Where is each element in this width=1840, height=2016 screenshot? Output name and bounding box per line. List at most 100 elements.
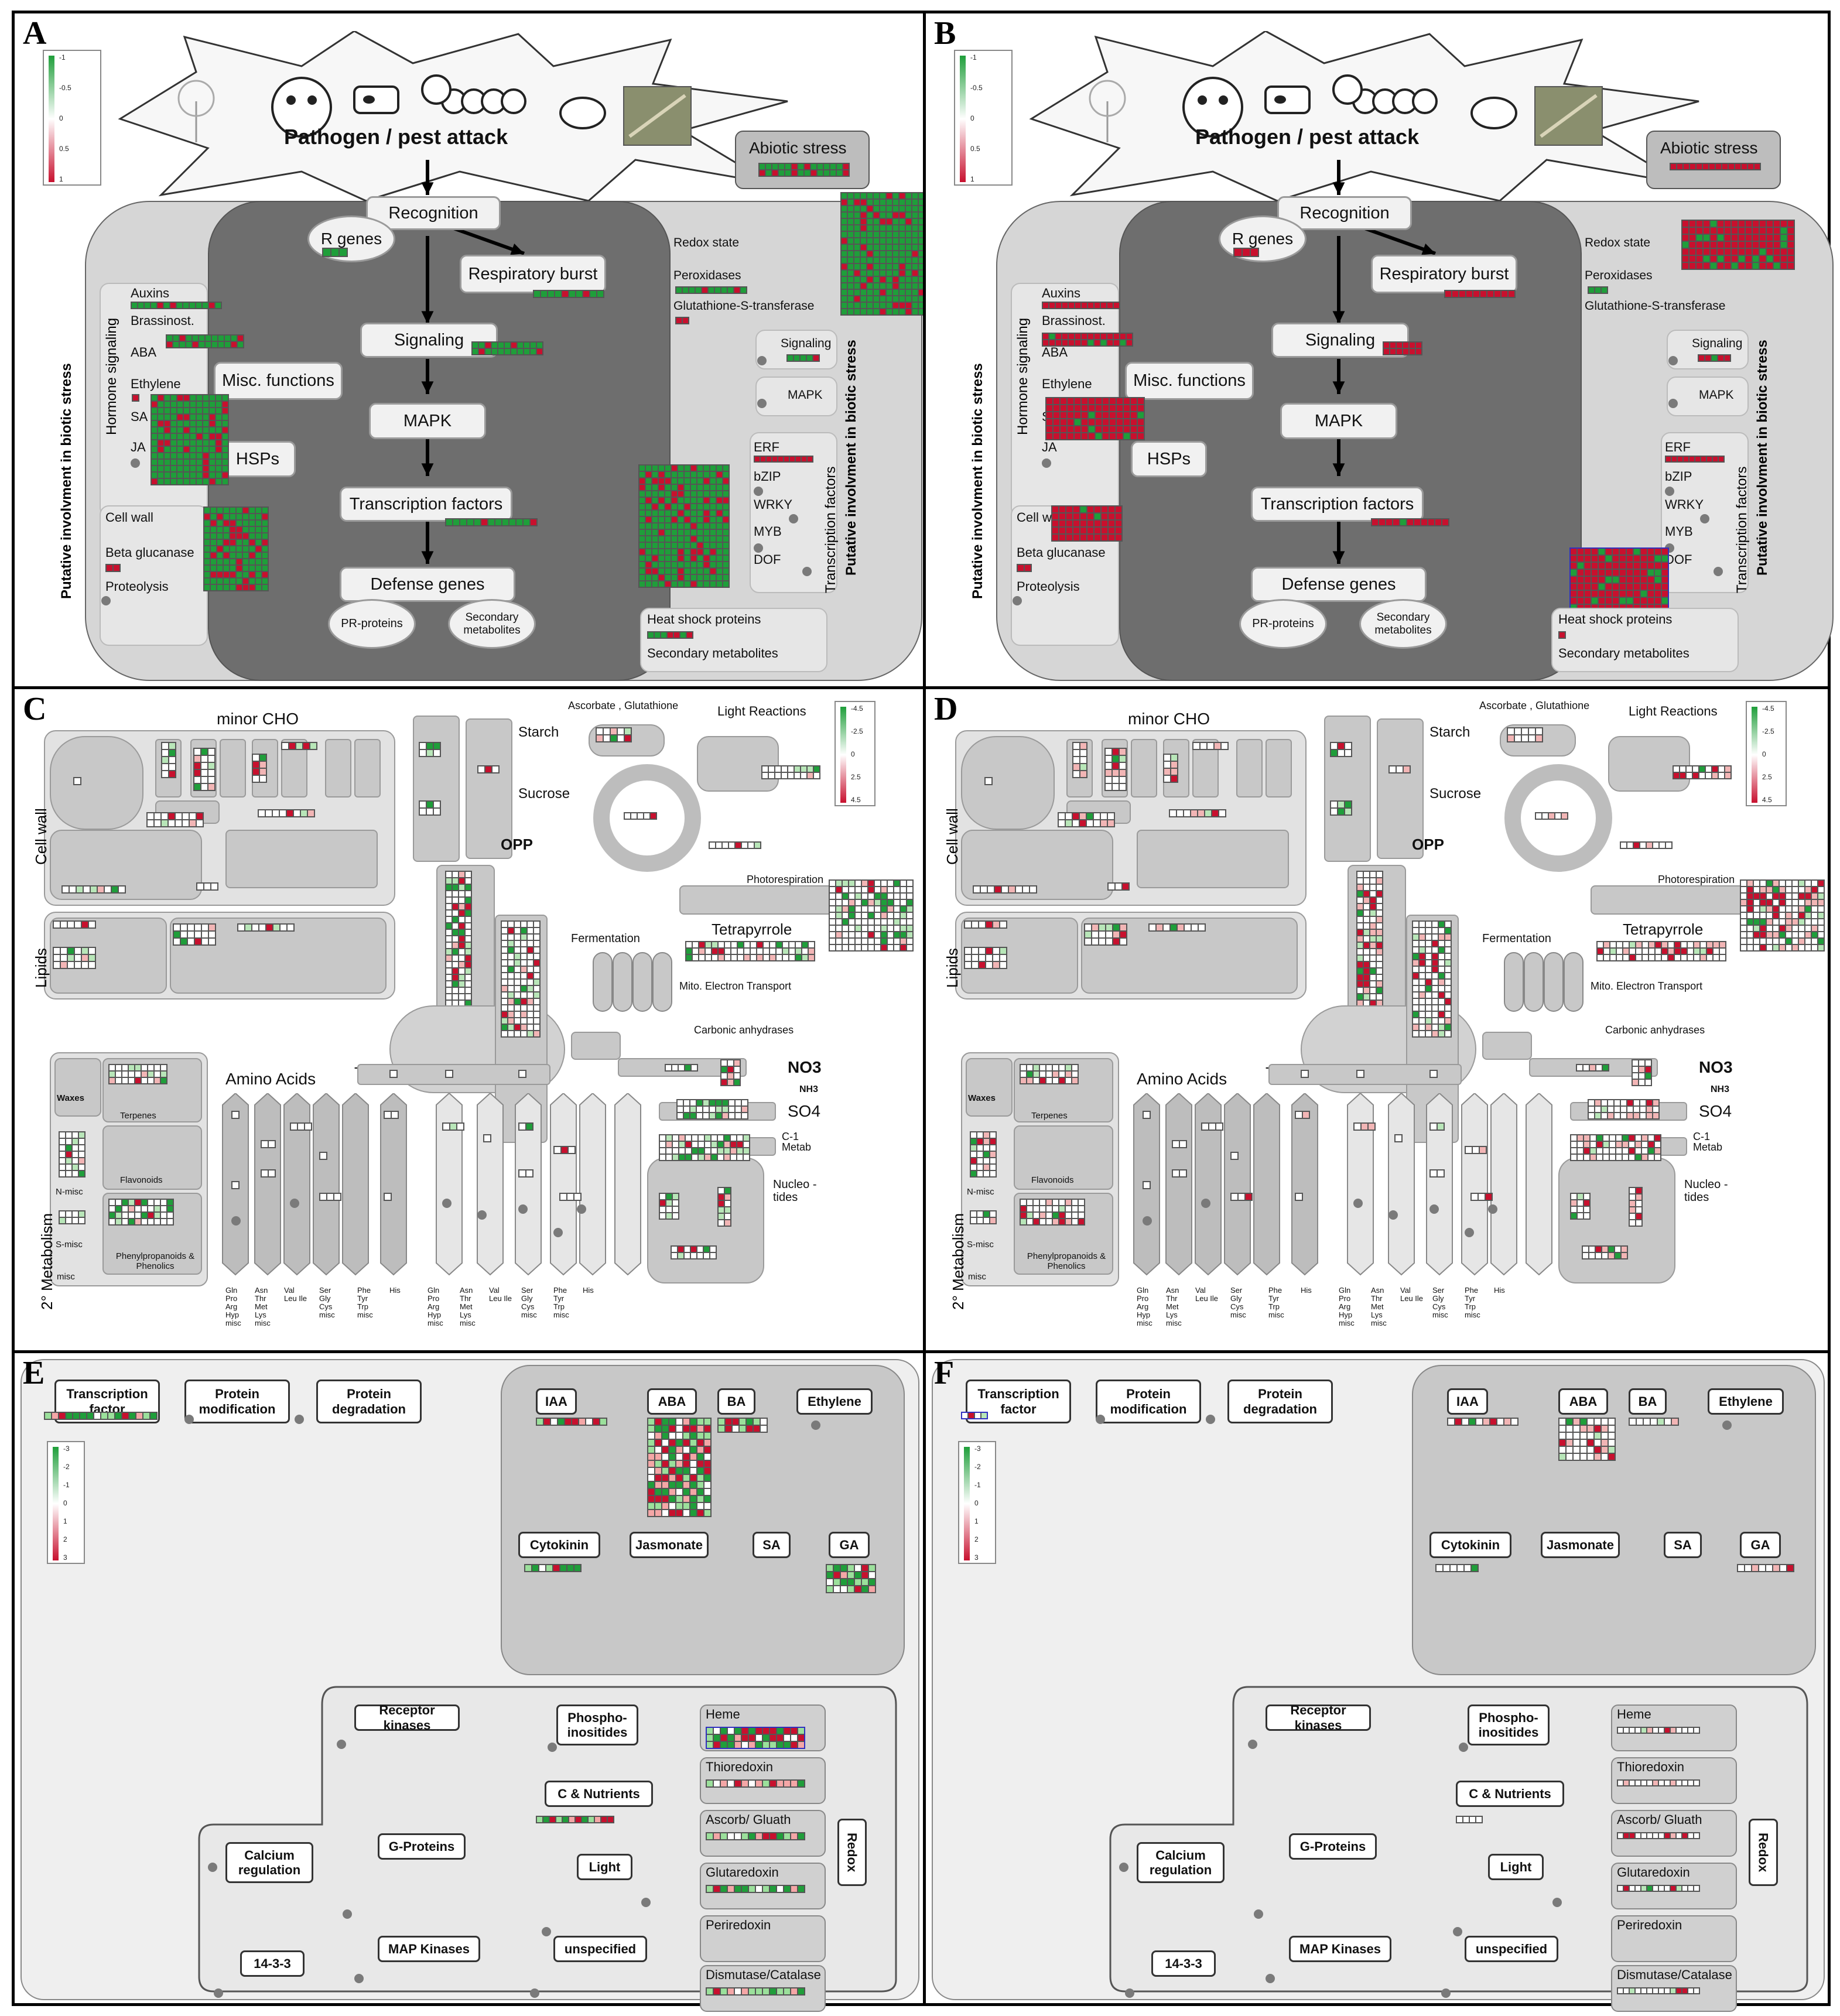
heat-cell — [171, 395, 176, 401]
hormone-ba: BA — [1629, 1388, 1667, 1415]
heat-cell — [651, 813, 656, 819]
heat-cell — [726, 1426, 731, 1432]
heat-cell — [728, 1988, 734, 1994]
heat-cell — [230, 585, 235, 590]
heat-cell — [1767, 256, 1773, 262]
expression-heatmap — [973, 885, 1037, 894]
heat-cell — [1034, 1078, 1039, 1083]
heat-cell — [1131, 433, 1137, 439]
heat-cell — [161, 1213, 166, 1218]
heat-cell — [893, 245, 898, 250]
expression-heatmap — [477, 765, 500, 773]
heat-cell — [1675, 942, 1680, 947]
heat-cell — [764, 955, 769, 960]
heat-cell — [1096, 398, 1102, 404]
heat-cell — [676, 318, 682, 323]
scale-tick-label: -2 — [974, 1463, 981, 1471]
heat-cell — [1370, 923, 1376, 929]
redox-item-label: Thioredoxin — [706, 1760, 773, 1774]
heat-cell — [712, 1135, 717, 1141]
heat-cell — [1647, 1113, 1652, 1118]
heat-cell — [1483, 1419, 1489, 1425]
heat-cell — [1653, 1107, 1658, 1112]
heat-cell — [1571, 563, 1576, 569]
heat-cell — [110, 1213, 115, 1218]
heat-cell — [1016, 887, 1022, 892]
heat-cell — [466, 936, 471, 942]
heat-cell — [856, 919, 861, 925]
sucrose-label: Sucrose — [518, 786, 570, 802]
heat-cell — [1027, 1219, 1032, 1224]
heat-cell — [744, 942, 750, 947]
heat-cell — [502, 1025, 507, 1030]
heat-cell — [1088, 334, 1093, 339]
heat-cell — [1665, 1833, 1670, 1838]
heat-cell — [1739, 249, 1745, 255]
heat-cell — [1615, 1113, 1620, 1118]
heat-cell — [862, 1572, 868, 1578]
heat-cell — [1732, 242, 1738, 248]
heat-cell — [652, 523, 658, 529]
heat-cell — [184, 473, 189, 478]
heat-cell — [693, 942, 698, 947]
heat-cell — [1571, 1207, 1576, 1212]
heat-cell — [1760, 932, 1766, 937]
heat-cell — [1131, 426, 1137, 432]
heat-cell — [848, 1586, 854, 1592]
expression-heatmap — [203, 506, 269, 591]
heat-cell — [912, 303, 918, 308]
heat-cell — [655, 1475, 661, 1481]
heat-cell — [1711, 235, 1716, 241]
heat-cell — [1665, 1419, 1671, 1425]
heat-cell — [1095, 521, 1100, 526]
heat-cell — [707, 1886, 713, 1892]
heat-cell — [977, 1139, 983, 1144]
heat-cell — [683, 318, 688, 323]
heat-cell — [1675, 955, 1680, 960]
heat-cell — [1615, 1247, 1620, 1252]
heat-cell — [453, 975, 458, 980]
heat-cell — [1719, 766, 1724, 772]
heat-cell — [683, 287, 688, 293]
heat-cell — [1164, 925, 1169, 930]
gene-dot — [343, 1909, 352, 1919]
heat-cell — [1101, 813, 1107, 819]
heat-cell — [881, 932, 887, 937]
heat-cell — [880, 206, 885, 211]
expression-heatmap — [146, 812, 204, 827]
heat-cell — [672, 491, 677, 497]
heat-cell — [717, 581, 722, 587]
heat-cell — [655, 1468, 661, 1474]
heat-cell — [678, 498, 683, 503]
heat-cell — [1490, 1419, 1496, 1425]
aa-group-label: Phe Tyr Trp misc — [553, 1286, 569, 1319]
heat-cell — [874, 290, 879, 295]
heat-cell — [256, 572, 261, 577]
redox-label: Glutathione-S-transferase — [1585, 299, 1726, 313]
heat-cell — [763, 1988, 769, 1994]
heat-cell — [1054, 412, 1059, 418]
heat-cell — [770, 1833, 776, 1839]
heat-cell — [639, 485, 645, 490]
heat-cell — [288, 925, 293, 930]
heat-cell — [691, 498, 696, 503]
heat-cell — [1574, 1426, 1579, 1432]
heat-cell — [843, 164, 849, 169]
heat-cell — [719, 942, 724, 947]
heat-cell — [1170, 810, 1176, 816]
heat-cell — [965, 955, 971, 961]
heat-cell — [685, 511, 690, 516]
heat-cell — [683, 1461, 689, 1467]
expression-heatmap — [1163, 754, 1178, 783]
heat-cell — [534, 1005, 539, 1011]
heat-cell — [723, 478, 729, 484]
heat-cell — [223, 408, 228, 413]
heat-cell — [1458, 1565, 1463, 1571]
heat-cell — [685, 472, 690, 477]
heat-cell — [201, 749, 207, 755]
heat-cell — [453, 923, 458, 929]
heat-cell — [721, 1886, 727, 1892]
heat-cell — [842, 309, 847, 314]
light-coil — [697, 736, 779, 792]
heat-cell — [1649, 942, 1654, 947]
